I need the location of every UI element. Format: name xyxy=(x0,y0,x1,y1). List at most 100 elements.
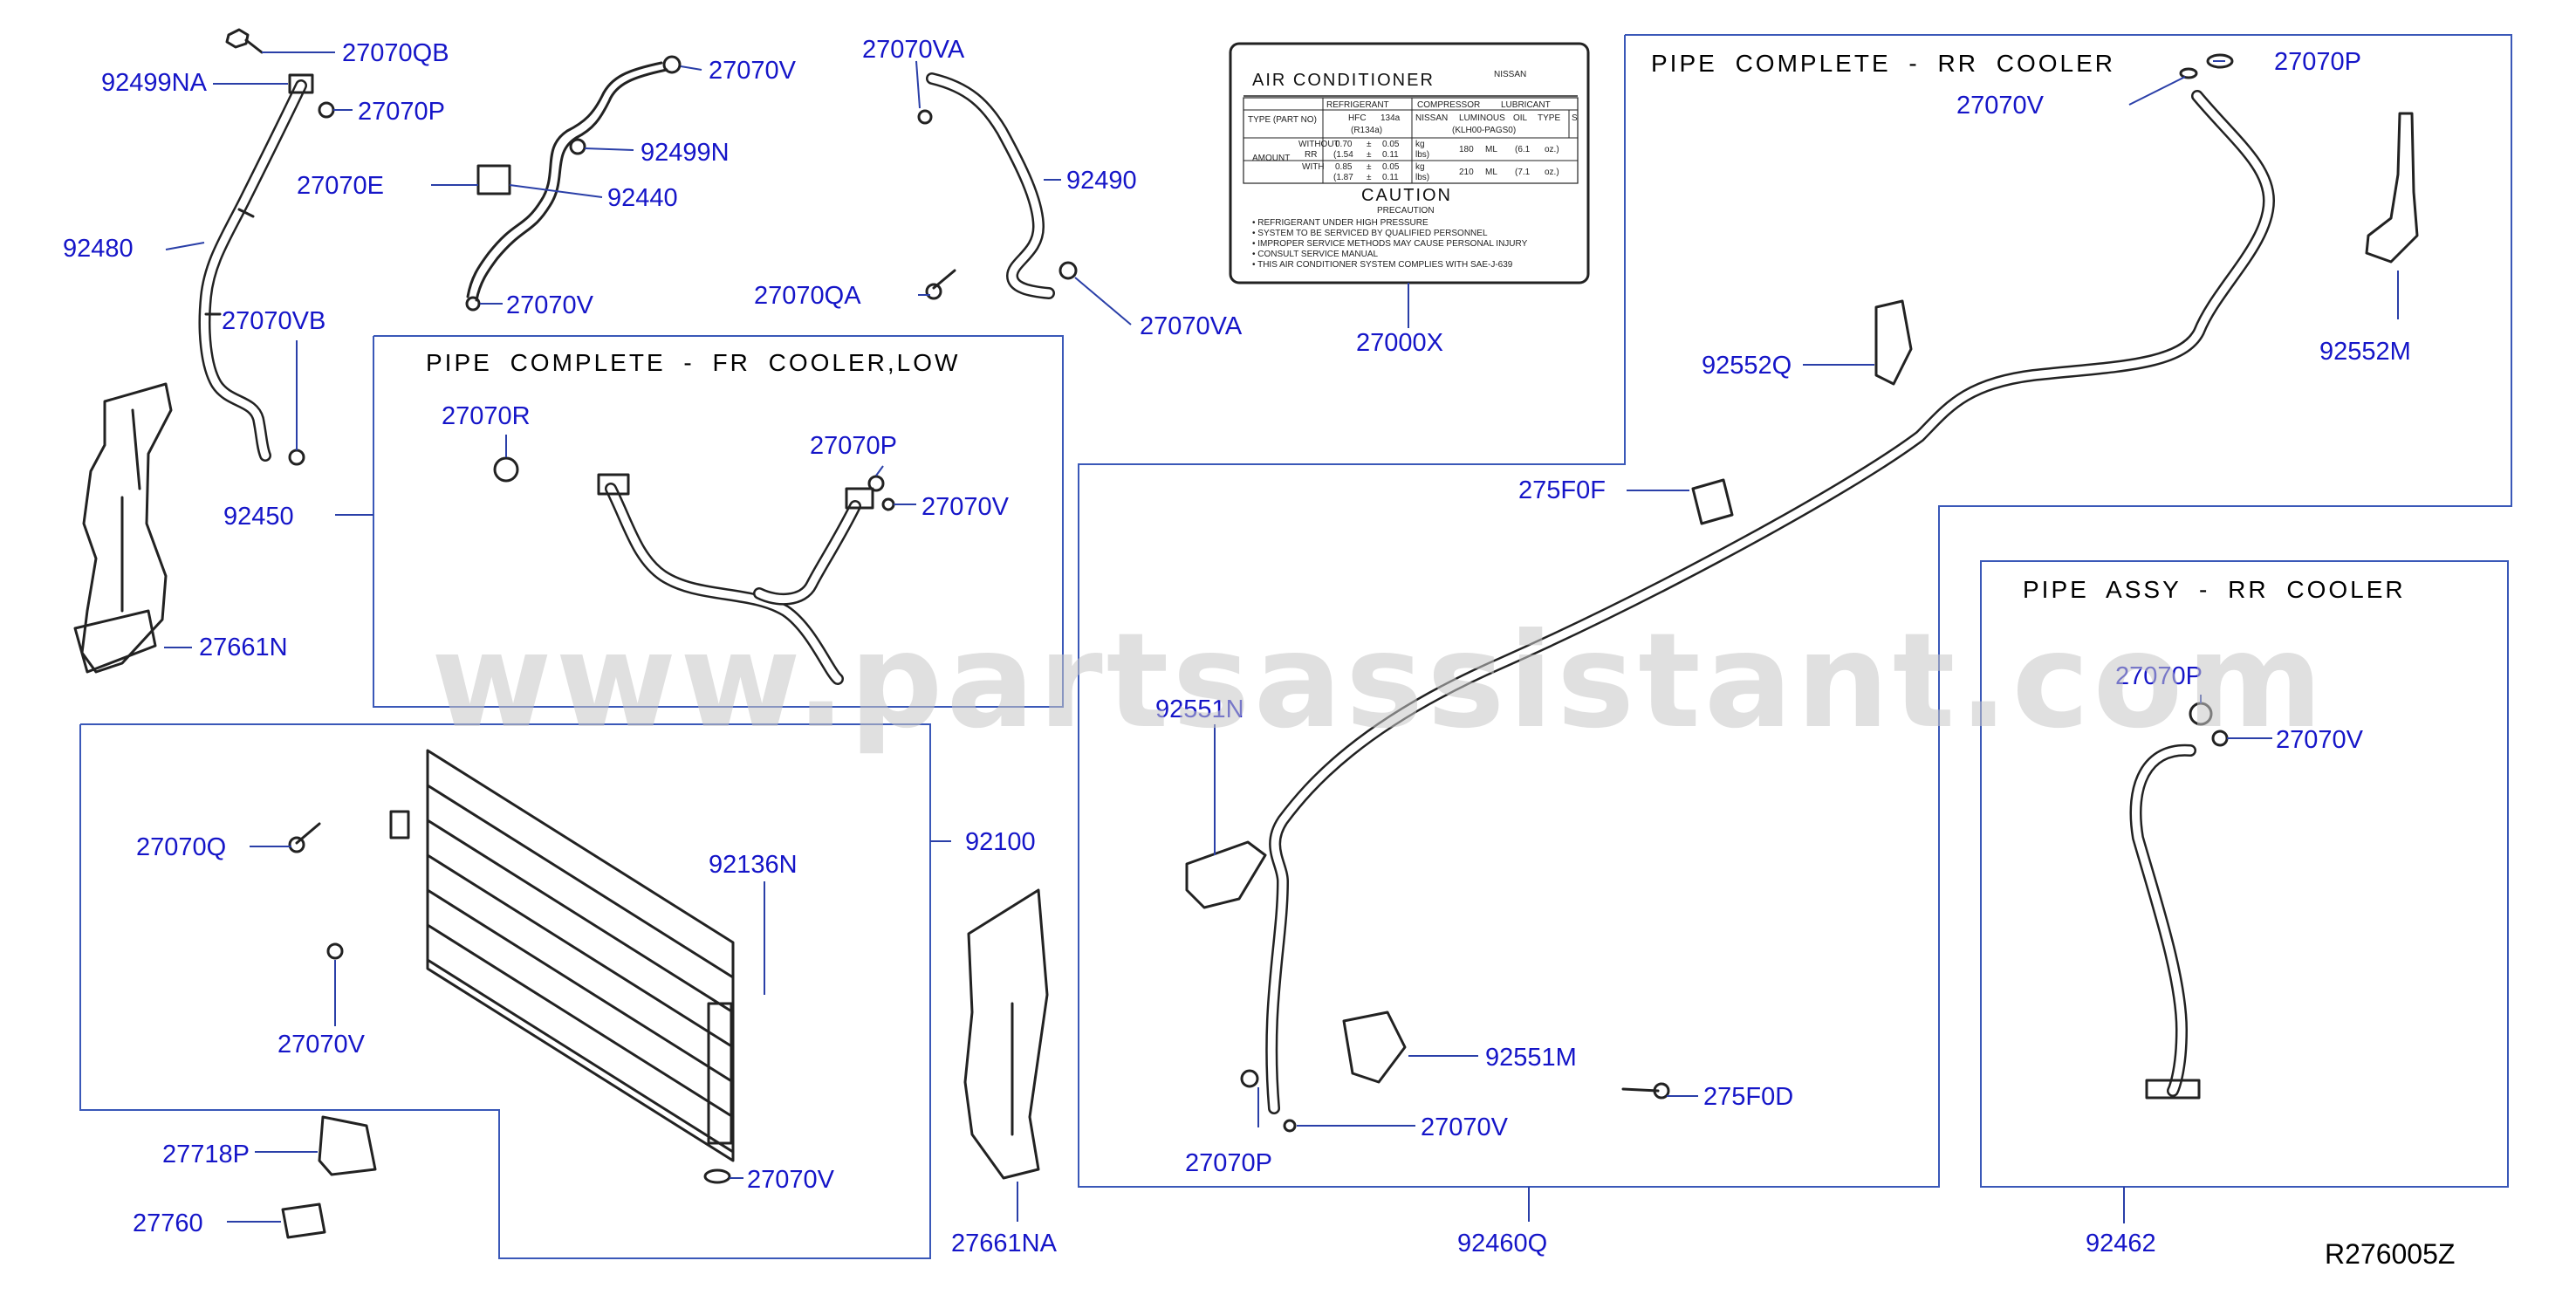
ac-type: TYPE xyxy=(1538,113,1560,123)
ac-row2-oz: (7.1 xyxy=(1515,168,1531,177)
label-27070P-b[interactable]: 27070P xyxy=(810,432,897,460)
bolt-27070Q xyxy=(288,822,321,853)
oring-27070P-b xyxy=(867,475,885,492)
ac-row2-kg: 0.85 xyxy=(1335,162,1353,172)
ac-row2-a: WITH xyxy=(1302,162,1325,172)
label-27070V-c[interactable]: 27070V xyxy=(921,493,1010,521)
box-condenser xyxy=(79,723,931,1259)
box-fr-cooler-low xyxy=(373,335,1064,708)
ac-kliho: (KLH00-PAGS0) xyxy=(1452,126,1516,135)
label-27070VA-a[interactable]: 27070VA xyxy=(862,36,965,64)
label-27070E[interactable]: 27070E xyxy=(297,172,384,200)
watermark: www.partsassistant.com xyxy=(431,606,2326,757)
label-92490[interactable]: 92490 xyxy=(1066,167,1137,195)
ac-line-4: • CONSULT SERVICE MANUAL xyxy=(1252,250,1379,259)
title-rr-cooler-complete: PIPE COMPLETE - RR COOLER xyxy=(1651,50,2115,77)
ac-row2-pm: ± xyxy=(1367,162,1372,172)
label-27070V-d[interactable]: 27070V xyxy=(277,1031,366,1059)
label-27070P-a[interactable]: 27070P xyxy=(358,98,445,126)
label-27070VA-b[interactable]: 27070VA xyxy=(1140,312,1243,340)
bolt-27070QA xyxy=(925,269,956,300)
ac-row1-lb: (1.54 xyxy=(1333,150,1353,160)
label-92499NA[interactable]: 92499NA xyxy=(101,69,208,97)
oring-27070P-d xyxy=(1240,1069,1259,1088)
label-27070V-f[interactable]: 27070V xyxy=(1956,92,2045,120)
label-92460Q[interactable]: 92460Q xyxy=(1457,1230,1547,1257)
label-275F0D[interactable]: 275F0D xyxy=(1703,1083,1793,1111)
label-275F0F[interactable]: 275F0F xyxy=(1518,476,1606,504)
ac-r134a-name: (R134a) xyxy=(1351,126,1382,135)
label-27070QA[interactable]: 27070QA xyxy=(754,282,861,310)
label-27718P[interactable]: 27718P xyxy=(162,1141,250,1168)
ac-s-col: S xyxy=(1572,113,1578,123)
bracket-27661N xyxy=(73,382,173,674)
ac-line-1: • REFRIGERANT UNDER HIGH PRESSURE xyxy=(1252,218,1428,228)
ac-row1-oz: (6.1 xyxy=(1515,145,1531,154)
label-27070P-d[interactable]: 27070P xyxy=(1185,1149,1272,1177)
label-27070V-g[interactable]: 27070V xyxy=(1421,1113,1509,1141)
label-27070VB[interactable]: 27070VB xyxy=(222,307,325,335)
label-27070V-a[interactable]: 27070V xyxy=(709,57,797,85)
ac-hfc: HFC xyxy=(1348,113,1367,123)
label-27070R[interactable]: 27070R xyxy=(442,402,531,430)
pipe-fr-cooler-low xyxy=(597,473,874,685)
pipe-rr-cooler-assy xyxy=(2129,743,2201,1100)
label-27070V-h[interactable]: 27070V xyxy=(2276,726,2364,754)
box-rr-cooler-assy xyxy=(1980,560,2509,1188)
hose-92480 xyxy=(198,73,314,462)
oring-27070P-a xyxy=(318,101,335,119)
condenser-fins xyxy=(426,784,735,1154)
bracket-92551N xyxy=(1185,840,1267,909)
connector-27760 xyxy=(281,1202,326,1239)
ac-row2-oz-unit: oz.) xyxy=(1545,168,1559,177)
label-92136N[interactable]: 92136N xyxy=(709,851,798,879)
label-27661NA[interactable]: 27661NA xyxy=(951,1230,1058,1257)
label-27000X[interactable]: 27000X xyxy=(1356,329,1443,357)
oring-27070V-f xyxy=(2179,67,2198,79)
ac-caution: CAUTION xyxy=(1361,186,1452,205)
label-92480[interactable]: 92480 xyxy=(63,235,134,263)
oring-27070V-g xyxy=(1283,1119,1297,1133)
clip-92552Q xyxy=(1874,299,1913,386)
label-27070Q[interactable]: 27070Q xyxy=(136,833,226,861)
ac-row2-kg-unit: kg xyxy=(1415,162,1425,172)
title-fr-cooler-low: PIPE COMPLETE - FR COOLER,LOW xyxy=(426,349,960,376)
label-27070V-b[interactable]: 27070V xyxy=(506,291,594,319)
label-92462[interactable]: 92462 xyxy=(2086,1230,2156,1257)
ac-row1-kg-unit: kg xyxy=(1415,140,1425,149)
label-92100[interactable]: 92100 xyxy=(965,828,1036,856)
clamp-275F0F xyxy=(1691,478,1734,525)
label-27070P-e[interactable]: 27070P xyxy=(2115,662,2203,690)
ac-row2-lb: (1.87 xyxy=(1333,173,1353,182)
label-27070QB[interactable]: 27070QB xyxy=(342,39,449,67)
label-92499N[interactable]: 92499N xyxy=(641,139,730,167)
ac-row2-pm2: ± xyxy=(1367,173,1372,182)
sensor-27718P xyxy=(318,1115,377,1176)
label-92440[interactable]: 92440 xyxy=(607,184,678,212)
label-27760[interactable]: 27760 xyxy=(133,1209,203,1237)
ac-row1-kg: 0.70 xyxy=(1335,140,1353,149)
label-92552Q[interactable]: 92552Q xyxy=(1702,352,1792,380)
ac-amount: AMOUNT xyxy=(1252,154,1290,163)
diagram-reference: R276005Z xyxy=(2325,1238,2455,1270)
ac-row2-ml: 210 xyxy=(1459,168,1474,177)
ac-row2-kg-tol: 0.05 xyxy=(1382,162,1400,172)
label-27070P-c[interactable]: 27070P xyxy=(2274,48,2361,76)
ac-row1-pm2: ± xyxy=(1367,150,1372,160)
oring-27070V-c xyxy=(881,497,895,511)
label-27070V-e[interactable]: 27070V xyxy=(747,1166,835,1194)
pipe-92440 xyxy=(466,61,668,302)
pipe-92490 xyxy=(926,72,1055,299)
ac-col-compressor: COMPRESSOR xyxy=(1417,100,1480,110)
label-92551M[interactable]: 92551M xyxy=(1485,1044,1577,1072)
ac-col-lubricant: LUBRICANT xyxy=(1501,100,1551,110)
bracket-27661NA xyxy=(963,888,1049,1180)
label-92552M[interactable]: 92552M xyxy=(2319,338,2411,366)
bracket-92552M xyxy=(2365,112,2419,264)
label-92450[interactable]: 92450 xyxy=(223,503,294,531)
label-92551N[interactable]: 92551N xyxy=(1155,695,1244,723)
ac-label-heading: AIR CONDITIONER xyxy=(1252,71,1435,90)
ac-row1-lb-tol: 0.11 xyxy=(1382,150,1399,160)
label-27661N[interactable]: 27661N xyxy=(199,634,288,661)
oring-27070VB xyxy=(288,449,305,466)
